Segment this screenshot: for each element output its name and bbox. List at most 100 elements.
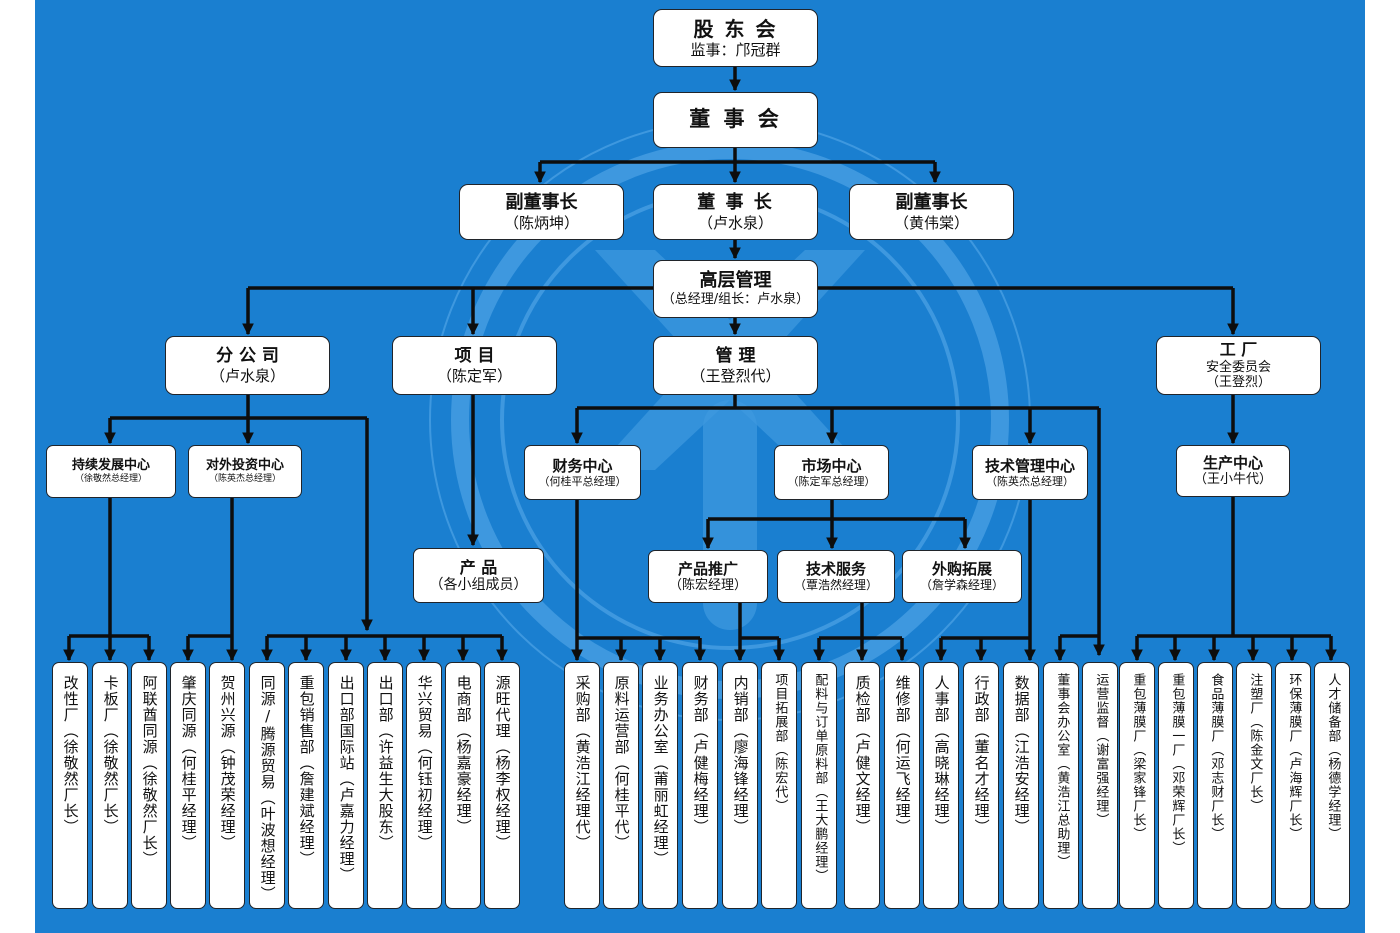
unit-box: 肇庆同源（何桂平经理） <box>170 662 206 909</box>
org-chart: 股 东 会 监事：邝冠群 董 事 会 副董事长 （陈炳坤） 董 事 长 （卢水泉… <box>35 0 1365 933</box>
unit-box: 人事部（高晓琳经理） <box>923 662 959 909</box>
tech-service-head: （覃浩然经理） <box>793 578 878 593</box>
unit-box: 阿联酋同源（徐敬然厂长） <box>131 662 167 909</box>
invest-center-head: （陈英杰总经理） <box>208 473 281 484</box>
unit-label: 阿联酋同源（徐敬然厂长） <box>140 675 159 867</box>
unit-label: 配料与订单原料部（王大鹏经理） <box>812 673 828 883</box>
unit-label: 同源/腾源贸易（叶波想经理） <box>258 675 277 902</box>
unit-label: 内销部（廖海锋经理） <box>731 675 750 835</box>
unit-box: 卡板厂（徐敬然厂长） <box>92 662 128 909</box>
senior-management-box: 高层管理 （总经理/组长：卢水泉） <box>653 260 818 318</box>
unit-label: 采购部（黄浩江经理代） <box>573 675 592 851</box>
finance-center-box: 财务中心 （何桂平总经理） <box>524 445 641 500</box>
unit-label: 环保薄膜厂（卢海辉厂长） <box>1286 673 1302 841</box>
unit-label: 注塑厂（陈金文厂长） <box>1247 673 1263 813</box>
purchase-expand-title: 外购拓展 <box>931 560 992 579</box>
unit-label: 出口部（许益生大股东） <box>376 675 395 851</box>
product-head: （各小组成员） <box>429 576 528 593</box>
shareholders-title: 股 东 会 <box>693 17 778 41</box>
promotion-title: 产品推广 <box>677 559 738 578</box>
tech-center-box: 技术管理中心 （陈英杰总经理） <box>972 445 1088 500</box>
production-center-box: 生产中心 （王小牛代） <box>1176 445 1290 497</box>
tech-service-title: 技术服务 <box>805 560 866 579</box>
unit-box: 重包销售部（詹建斌经理） <box>288 662 324 909</box>
unit-label: 质检部（卢健文经理） <box>853 675 872 835</box>
unit-box: 环保薄膜厂（卢海辉厂长） <box>1275 662 1311 909</box>
factory-committee: 安全委员会 <box>1205 359 1271 375</box>
project-head: （陈定军） <box>436 366 512 385</box>
unit-label: 电商部（杨嘉豪经理） <box>454 675 473 835</box>
branch-title: 分 公 司 <box>216 346 279 367</box>
vice-chair-right-name: （黄伟棠） <box>893 213 969 232</box>
unit-label: 维修部（何运飞经理） <box>893 675 912 835</box>
unit-label: 项目拓展部（陈宏代） <box>772 673 788 813</box>
tech-center-head: （陈英杰总经理） <box>986 474 1074 488</box>
vice-chair-right-title: 副董事长 <box>895 192 968 214</box>
unit-box: 贺州兴源（钟茂荣经理） <box>209 662 245 909</box>
unit-label: 源旺代理（杨李权经理） <box>493 675 512 851</box>
unit-box: 财务部（卢健梅经理） <box>682 662 718 909</box>
unit-label: 运营监督（谢富强经理） <box>1093 673 1109 827</box>
unit-box: 配料与订单原料部（王大鹏经理） <box>801 662 837 909</box>
chairman-box: 董 事 长 （卢水泉） <box>653 184 818 240</box>
product-box: 产 品 （各小组成员） <box>413 548 544 603</box>
unit-label: 卡板厂（徐敬然厂长） <box>101 675 120 835</box>
unit-box: 行政部（董名才经理） <box>963 662 999 909</box>
production-center-title: 生产中心 <box>1202 454 1263 473</box>
management-head: （王登烈代） <box>690 366 781 385</box>
vice-chair-left-box: 副董事长 （陈炳坤） <box>459 184 624 240</box>
senior-management-head: （总经理/组长：卢水泉） <box>661 292 810 307</box>
unit-box: 维修部（何运飞经理） <box>884 662 920 909</box>
shareholders-box: 股 东 会 监事：邝冠群 <box>653 9 818 67</box>
market-center-box: 市场中心 （陈定军总经理） <box>774 445 889 500</box>
production-center-head: （王小牛代） <box>1193 472 1272 488</box>
promotion-head: （陈宏经理） <box>668 577 747 593</box>
finance-center-head: （何桂平总经理） <box>538 474 627 488</box>
project-box: 项 目 （陈定军） <box>392 336 557 395</box>
unit-box: 董事会办公室（黄浩江总助理） <box>1043 662 1079 909</box>
unit-label: 业务办公室（莆丽虹经理） <box>651 675 670 867</box>
management-box: 管 理 （王登烈代） <box>653 336 818 395</box>
unit-box: 内销部（廖海锋经理） <box>722 662 758 909</box>
unit-box: 数据部（江浩安经理） <box>1003 662 1039 909</box>
unit-label: 人才储备部（杨德学经理） <box>1325 673 1341 841</box>
shareholders-supervisor: 监事：邝冠群 <box>690 41 781 59</box>
unit-label: 财务部（卢健梅经理） <box>691 675 710 835</box>
unit-box: 改性厂（徐敬然厂长） <box>52 662 88 909</box>
chairman-title: 董 事 长 <box>697 192 774 214</box>
senior-management-title: 高层管理 <box>699 270 772 292</box>
unit-box: 质检部（卢健文经理） <box>844 662 880 909</box>
unit-label: 人事部（高晓琳经理） <box>932 675 951 835</box>
unit-box: 出口部（许益生大股东） <box>367 662 403 909</box>
unit-box: 运营监督（谢富强经理） <box>1082 662 1118 909</box>
unit-label: 贺州兴源（钟茂荣经理） <box>218 675 237 851</box>
unit-label: 食品薄膜厂（邓志财厂长） <box>1208 673 1224 841</box>
factory-box: 工 厂 安全委员会 （王登烈） <box>1156 336 1321 395</box>
unit-label: 出口部国际站（卢嘉力经理） <box>337 675 356 883</box>
management-title: 管 理 <box>715 346 756 367</box>
factory-head: （王登烈） <box>1205 375 1271 391</box>
chairman-name: （卢水泉） <box>697 213 773 232</box>
vice-chair-left-title: 副董事长 <box>505 192 578 214</box>
tech-service-box: 技术服务 （覃浩然经理） <box>777 550 895 603</box>
unit-box: 业务办公室（莆丽虹经理） <box>642 662 678 909</box>
unit-box: 出口部国际站（卢嘉力经理） <box>328 662 364 909</box>
purchase-expand-head: （詹学森经理） <box>919 578 1004 593</box>
unit-box: 采购部（黄浩江经理代） <box>564 662 600 909</box>
unit-box: 人才储备部（杨德学经理） <box>1314 662 1350 909</box>
unit-box: 重包薄膜一厂（邓荣辉厂长） <box>1158 662 1194 909</box>
sustain-center-head: （徐敬然总经理） <box>74 473 147 484</box>
unit-label: 数据部（江浩安经理） <box>1012 675 1031 835</box>
board-title: 董 事 会 <box>689 107 782 132</box>
market-center-title: 市场中心 <box>801 456 862 475</box>
invest-center-box: 对外投资中心 （陈英杰总经理） <box>188 445 302 498</box>
purchase-expand-box: 外购拓展 （詹学森经理） <box>902 550 1022 603</box>
unit-label: 董事会办公室（黄浩江总助理） <box>1054 673 1070 869</box>
unit-box: 同源/腾源贸易（叶波想经理） <box>249 662 285 909</box>
unit-box: 源旺代理（杨李权经理） <box>484 662 520 909</box>
connector-lines <box>63 67 1337 662</box>
unit-label: 肇庆同源（何桂平经理） <box>179 675 198 851</box>
unit-label: 重包薄膜厂（梁家锋厂长） <box>1130 673 1146 841</box>
unit-box: 电商部（杨嘉豪经理） <box>445 662 481 909</box>
unit-box: 重包薄膜厂（梁家锋厂长） <box>1119 662 1155 909</box>
